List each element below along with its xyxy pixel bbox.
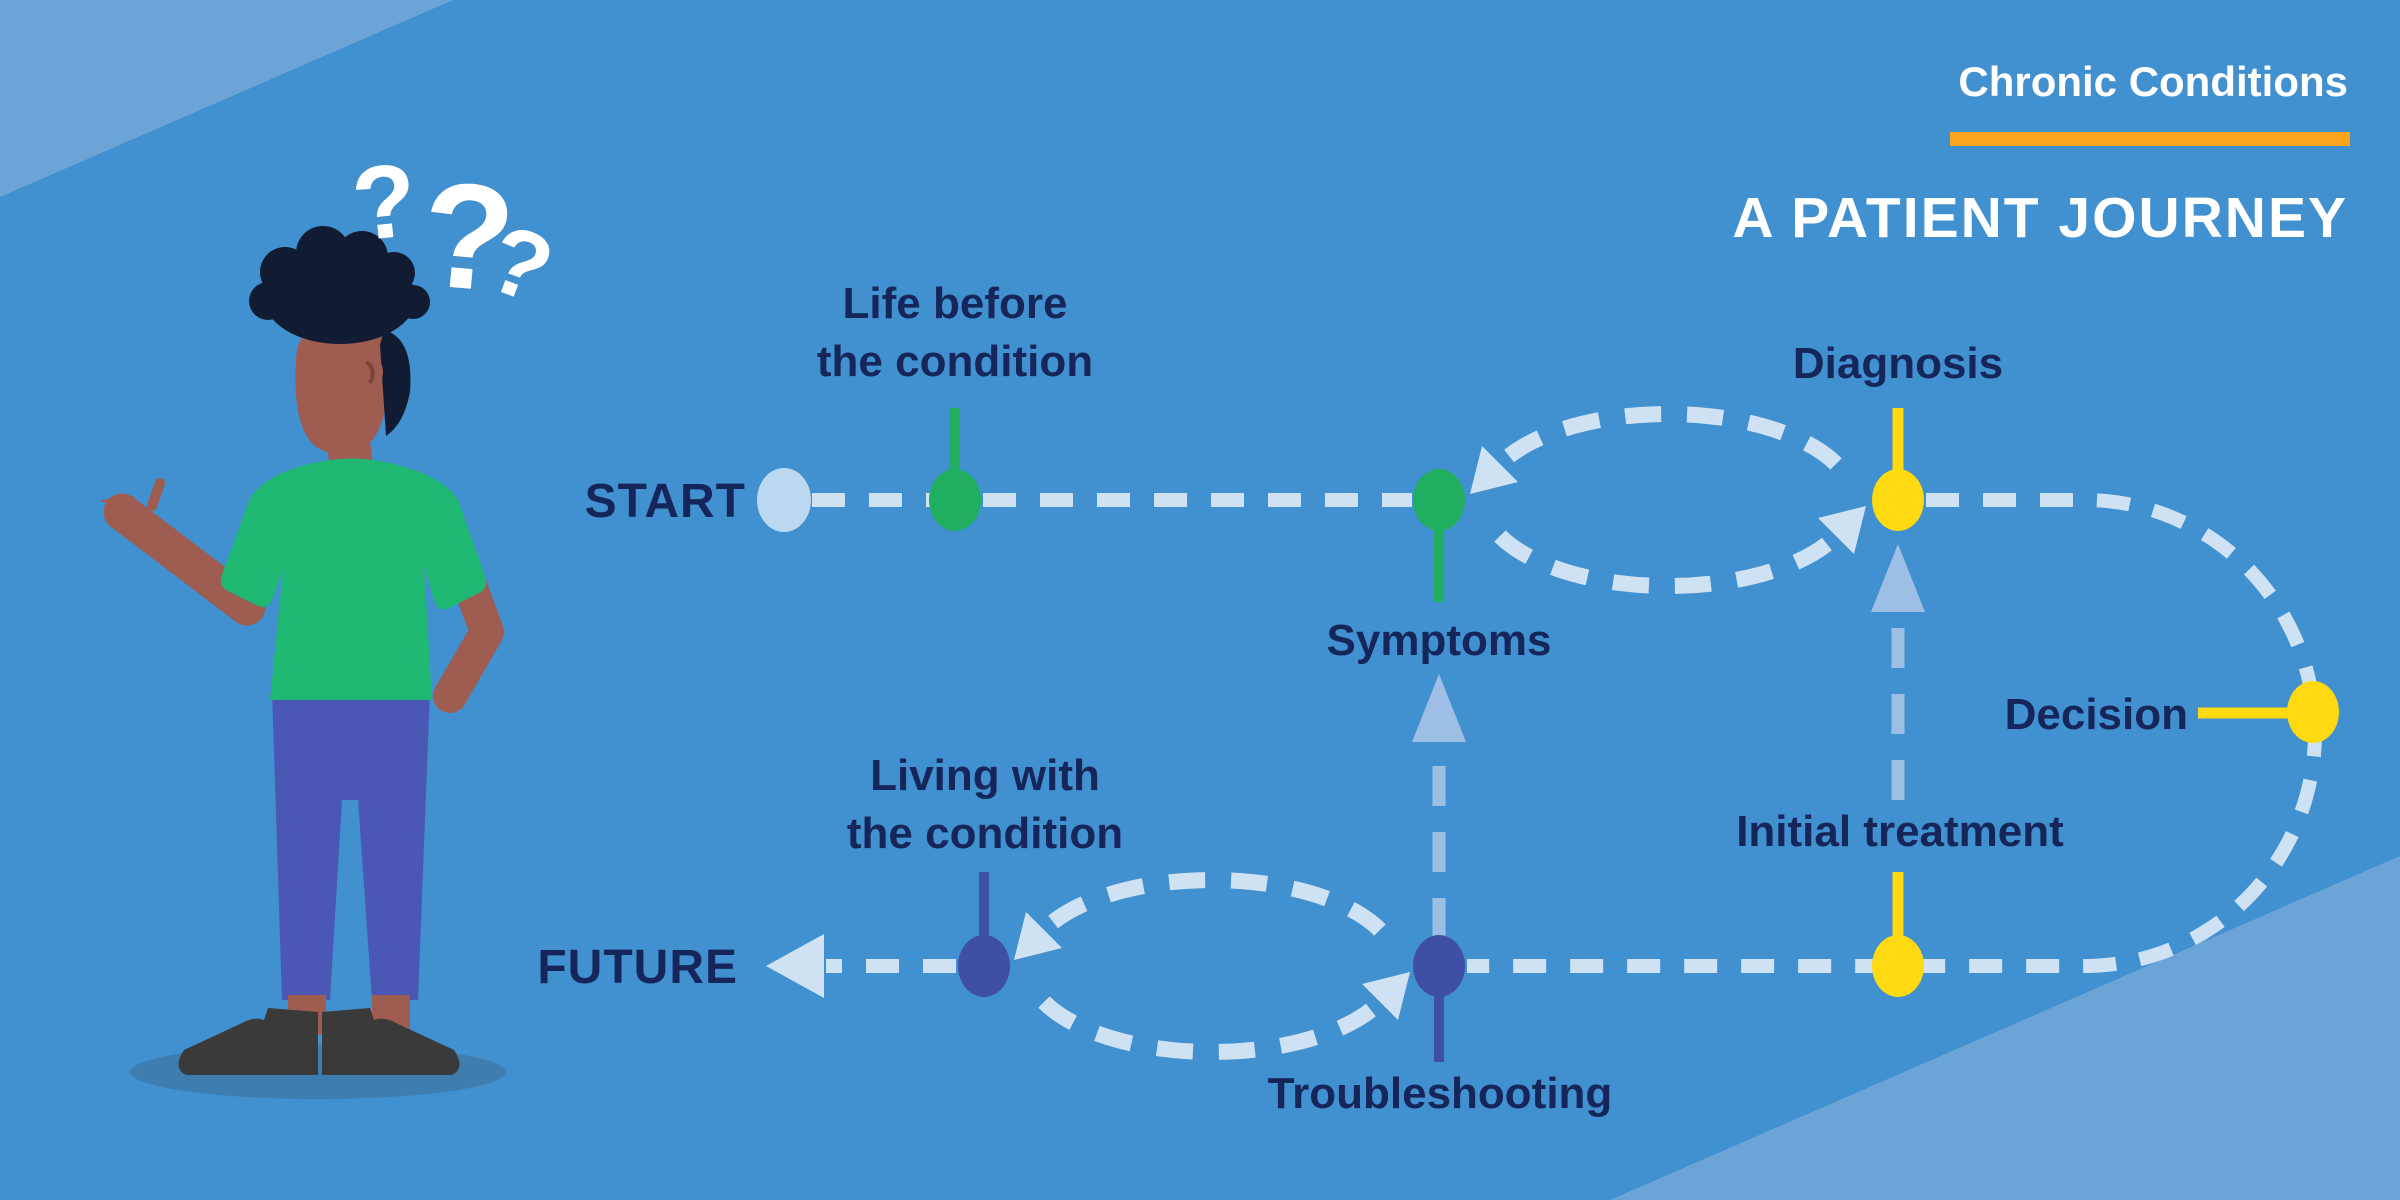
loop1-forward-arrowhead-icon [1818,506,1866,554]
node-decision [2287,681,2339,743]
label-initial-treatment: Initial treatment [1736,807,2064,856]
person-hair [249,226,430,436]
future-arrowhead-icon [766,934,824,998]
hair-side [380,330,411,436]
loop-symptoms-diagnosis [1470,406,1866,594]
label-diagnosis: Diagnosis [1793,339,2003,388]
feedback-arrow-troubleshooting-to-symptoms [1412,674,1466,938]
question-mark-icon-2: ? [415,149,521,324]
label-life-before-line1: Life before [843,279,1068,328]
feedback-arrow-initial-treatment-to-diagnosis [1871,544,1925,800]
person-ear-inner [364,360,375,384]
person-left-shoe [178,1008,318,1075]
confused-patient-illustration: ? ? ? [100,142,566,1099]
node-initial-treatment [1872,935,1924,997]
loop1-bottom-arc [1494,530,1842,594]
label-symptoms: Symptoms [1327,616,1552,665]
node-symptoms [1413,469,1465,531]
loop-living-troubleshooting [1014,872,1410,1060]
header: Chronic Conditions A PATIENT JOURNEY [1732,58,2350,250]
person-shirt [220,458,487,700]
person-face [295,325,389,456]
node-start [757,468,811,532]
top-left-light-band [0,0,453,197]
feedback-arrow2-head-icon [1871,544,1925,612]
journey-labels: START FUTURE Life before the condition S… [537,279,2188,1118]
page-title: A PATIENT JOURNEY [1732,186,2348,250]
label-living-line2: the condition [847,809,1123,858]
person-right-shoe [322,1008,460,1075]
feedback-arrow1-head-icon [1412,674,1466,742]
question-marks: ? ? ? [347,142,566,325]
label-life-before-line2: the condition [817,337,1093,386]
loop1-back-arrowhead-icon [1470,446,1518,494]
label-living-line1: Living with [870,751,1100,800]
person-left-thumb [147,478,165,511]
loop1-top-arc [1494,406,1842,470]
title-underline-bar [1950,132,2350,146]
loop2-forward-arrowhead-icon [1362,972,1410,1020]
hair-curl-6 [396,285,430,319]
person-pants [272,690,430,1000]
journey-nodes [757,468,2339,997]
loop2-back-arrowhead-icon [1014,912,1062,960]
hair-curl-2 [296,226,350,280]
hair-curl-4 [373,252,415,294]
future-label: FUTURE [537,941,738,994]
question-mark-icon-1: ? [347,142,422,264]
title-eyebrow: Chronic Conditions [1958,58,2348,105]
loop2-bottom-arc [1038,996,1386,1060]
node-life-before [929,469,981,531]
node-living [958,935,1010,997]
hair-curl-5 [249,282,287,320]
node-diagnosis [1872,469,1924,531]
start-label: START [585,475,746,528]
person-left-hand [100,496,140,524]
bottom-right-light-band [1610,856,2400,1200]
label-decision: Decision [2005,690,2188,739]
loop2-top-arc [1038,872,1386,936]
node-troubleshooting [1413,935,1465,997]
label-troubleshooting: Troubleshooting [1268,1069,1613,1118]
